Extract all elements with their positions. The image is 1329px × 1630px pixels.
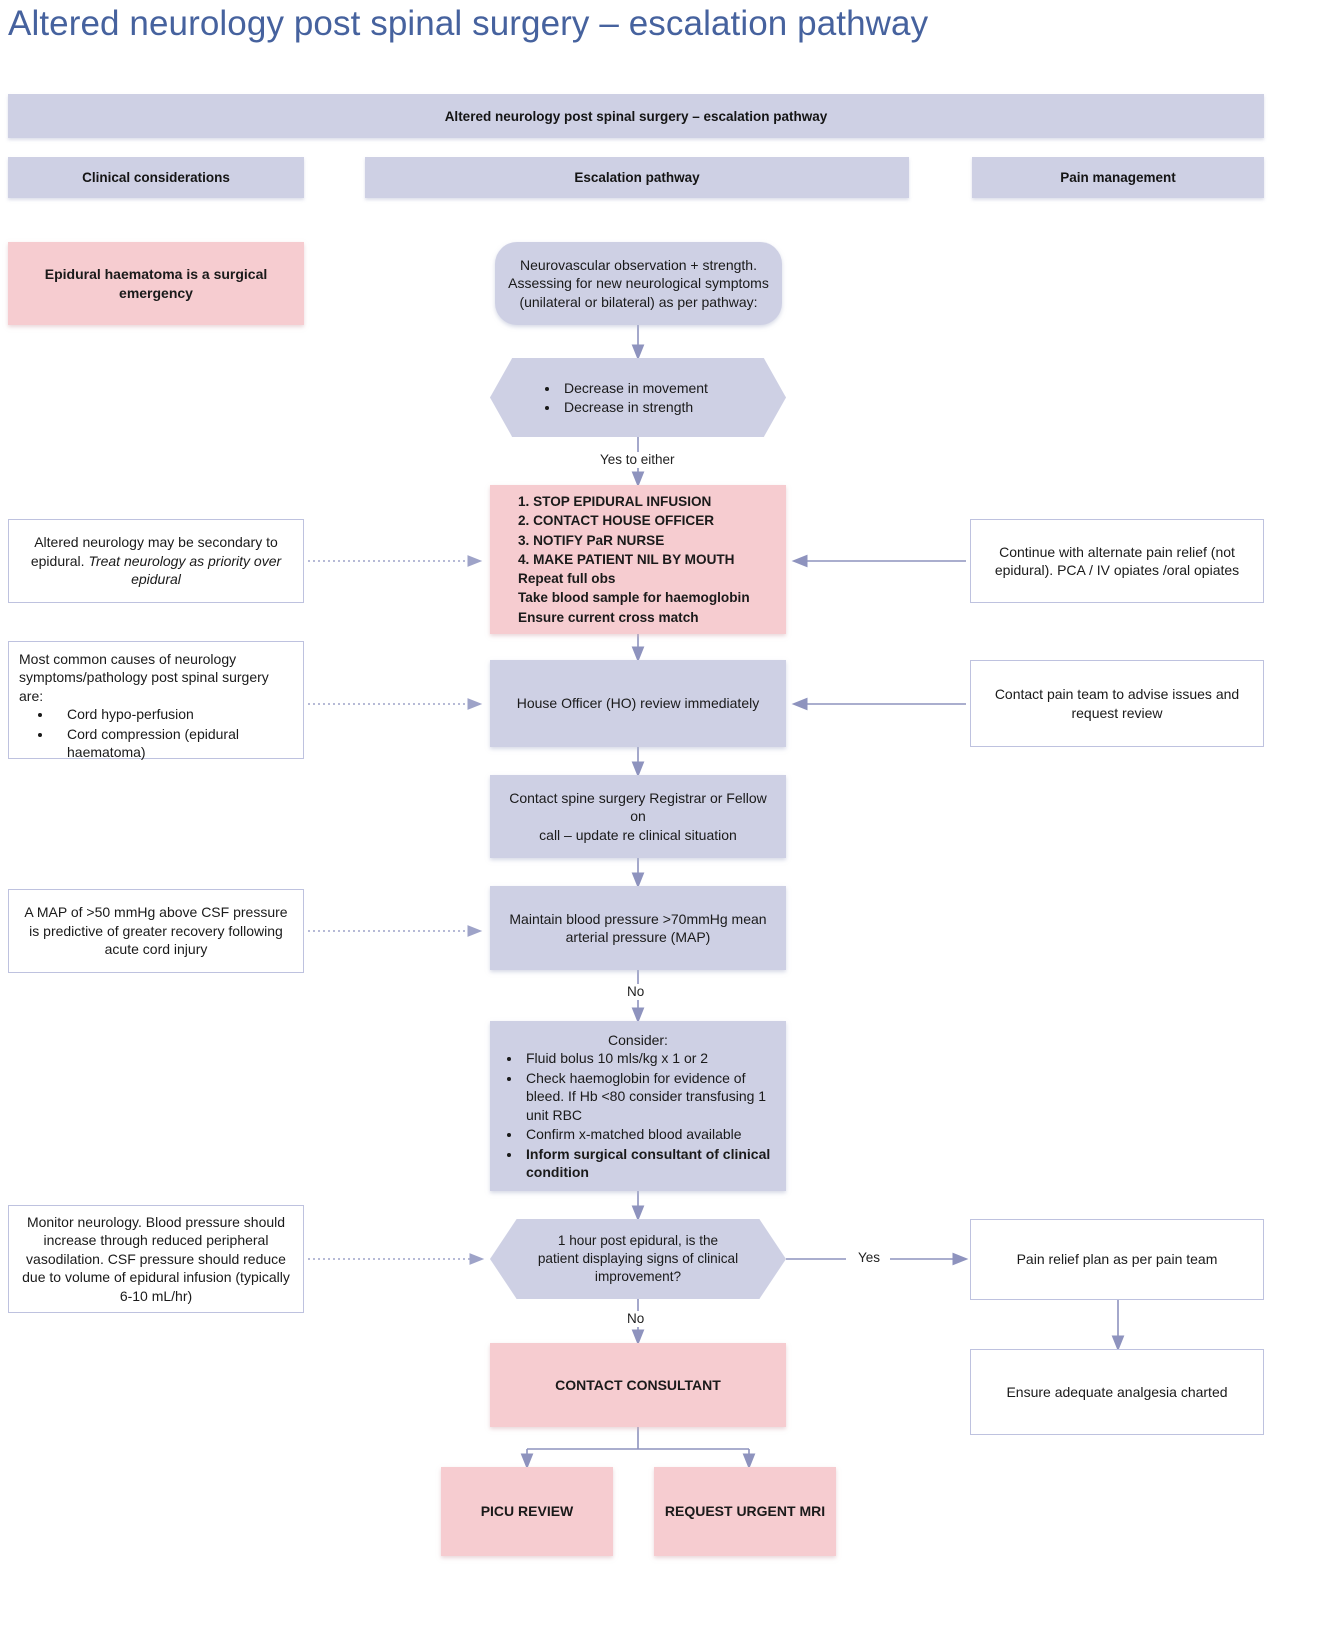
ep-urgent-mri-text: REQUEST URGENT MRI — [664, 1503, 826, 1520]
ep-observation-line-2: Assessing for new neurological symptoms — [508, 275, 769, 292]
ep-action-4: 4. MAKE PATIENT NIL BY MOUTH — [518, 551, 735, 567]
cc-altered-neurology-emphasis: Treat neurology as priority over epidura… — [88, 552, 282, 588]
clinical-consideration-map: A MAP of >50 mmHg above CSF pressure is … — [8, 889, 304, 973]
escalation-node-immediate-actions: 1. STOP EPIDURAL INFUSION 2. CONTACT HOU… — [490, 485, 786, 634]
ep-registrar-line-2: call – update re clinical situation — [539, 826, 737, 843]
ep-bp-line-1: Maintain blood pressure >70mmHg mean — [509, 910, 767, 927]
escalation-node-urgent-mri: REQUEST URGENT MRI — [654, 1467, 836, 1556]
pm-pain-relief-plan-text: Pain relief plan as per pain team — [1016, 1251, 1218, 1268]
ep-observation-line-1: Neurovascular observation + strength. — [520, 256, 757, 273]
edge-label-no-bp: No — [624, 984, 648, 999]
ep-improvement-line-1: 1 hour post epidural, is the — [557, 1233, 719, 1249]
ep-action-1: 1. STOP EPIDURAL INFUSION — [518, 493, 712, 509]
ep-bp-line-2: arterial pressure (MAP) — [565, 929, 711, 945]
escalation-node-picu-review: PICU REVIEW — [441, 1467, 613, 1556]
edge-label-yes-improvement: Yes — [855, 1250, 884, 1265]
cc-map-text: A MAP of >50 mmHg above CSF pressure is … — [24, 904, 288, 958]
pm-alternate-line-2: epidural). PCA / IV opiates /oral opiate… — [994, 562, 1240, 578]
ep-ho-review-text: House Officer (HO) review immediately — [516, 695, 760, 712]
list-item-inform-consultant: Inform surgical consultant of clinical c… — [522, 1145, 776, 1182]
ep-action-cross-match: Ensure current cross match — [518, 609, 699, 625]
list-item: Cord compression (epidural haematoma) — [53, 725, 293, 762]
pain-management-analgesia: Ensure adequate analgesia charted — [970, 1349, 1264, 1435]
list-item: Confirm x-matched blood available — [522, 1125, 776, 1143]
edge-label-yes-to-either: Yes to either — [597, 452, 678, 467]
ep-consider-list: Fluid bolus 10 mls/kg x 1 or 2 Check hae… — [500, 1049, 776, 1181]
list-item: Decrease in strength — [560, 398, 776, 416]
ep-contact-consultant-text: CONTACT CONSULTANT — [555, 1376, 721, 1393]
pm-alternate-line-1: Continue with alternate pain relief (not — [999, 543, 1235, 560]
ep-consider-heading: Consider: — [608, 1032, 668, 1048]
list-item: Cord hypo-perfusion — [53, 705, 293, 723]
ep-improvement-line-3: improvement? — [594, 1268, 682, 1284]
pm-pain-team-line-2: request review — [1071, 704, 1163, 721]
ep-action-repeat-obs: Repeat full obs — [518, 571, 616, 587]
clinical-consideration-common-causes: Most common causes of neurology symptoms… — [8, 641, 304, 761]
diagram-title-banner: Altered neurology post spinal surgery – … — [8, 94, 1264, 138]
escalation-node-maintain-bp: Maintain blood pressure >70mmHg mean art… — [490, 886, 786, 970]
cc-altered-neurology-text: Altered neurology may be secondary to ep… — [30, 534, 278, 569]
pm-pain-team-line-1: Contact pain team to advise issues and — [994, 686, 1240, 703]
pain-management-alternate-relief: Continue with alternate pain relief (not… — [970, 519, 1264, 603]
ep-action-2: 2. CONTACT HOUSE OFFICER — [518, 513, 715, 529]
ep-action-blood-sample: Take blood sample for haemoglobin — [518, 590, 750, 606]
ep-symptoms-list: Decrease in movement Decrease in strengt… — [500, 379, 776, 416]
escalation-node-contact-consultant: CONTACT CONSULTANT — [490, 1343, 786, 1427]
escalation-node-observation: Neurovascular observation + strength. As… — [495, 242, 782, 325]
clinical-consideration-emergency: Epidural haematoma is a surgical emergen… — [8, 242, 304, 325]
pain-management-contact-pain-team: Contact pain team to advise issues and r… — [970, 660, 1264, 747]
column-header-escalation-pathway: Escalation pathway — [365, 157, 909, 198]
cc-emergency-text: Epidural haematoma is a surgical emergen… — [44, 266, 268, 301]
pain-management-pain-relief-plan: Pain relief plan as per pain team — [970, 1219, 1264, 1300]
clinical-consideration-altered-neurology: Altered neurology may be secondary to ep… — [8, 519, 304, 603]
cc-common-causes-heading: Most common causes of neurology symptoms… — [19, 651, 269, 704]
pm-analgesia-text: Ensure adequate analgesia charted — [1006, 1383, 1228, 1400]
cc-common-causes-list: Cord hypo-perfusion Cord compression (ep… — [19, 705, 293, 761]
list-item: Check haemoglobin for evidence of bleed.… — [522, 1069, 776, 1124]
ep-observation-line-3: (unilateral or bilateral) as per pathway… — [519, 293, 758, 310]
ep-picu-review-text: PICU REVIEW — [480, 1503, 574, 1520]
cc-monitor-text: Monitor neurology. Blood pressure should… — [22, 1213, 290, 1304]
escalation-node-contact-registrar: Contact spine surgery Registrar or Fello… — [490, 775, 786, 858]
column-header-pain-management: Pain management — [972, 157, 1264, 198]
ep-improvement-line-2: patient displaying signs of clinical — [537, 1251, 739, 1267]
list-item: Decrease in movement — [560, 379, 776, 397]
column-header-clinical-considerations: Clinical considerations — [8, 157, 304, 198]
ep-action-3: 3. NOTIFY PaR NURSE — [518, 532, 665, 548]
list-item: Fluid bolus 10 mls/kg x 1 or 2 — [522, 1049, 776, 1067]
escalation-node-consider: Consider: Fluid bolus 10 mls/kg x 1 or 2… — [490, 1021, 786, 1191]
escalation-decision-improvement: 1 hour post epidural, is the patient dis… — [490, 1219, 786, 1299]
escalation-node-ho-review: House Officer (HO) review immediately — [490, 660, 786, 747]
clinical-consideration-monitor: Monitor neurology. Blood pressure should… — [8, 1205, 304, 1313]
escalation-decision-symptoms: Decrease in movement Decrease in strengt… — [490, 358, 786, 437]
ep-registrar-line-1: Contact spine surgery Registrar or Fello… — [509, 789, 767, 825]
page-title: Altered neurology post spinal surgery – … — [8, 4, 929, 43]
edge-label-no-improvement: No — [624, 1311, 648, 1326]
